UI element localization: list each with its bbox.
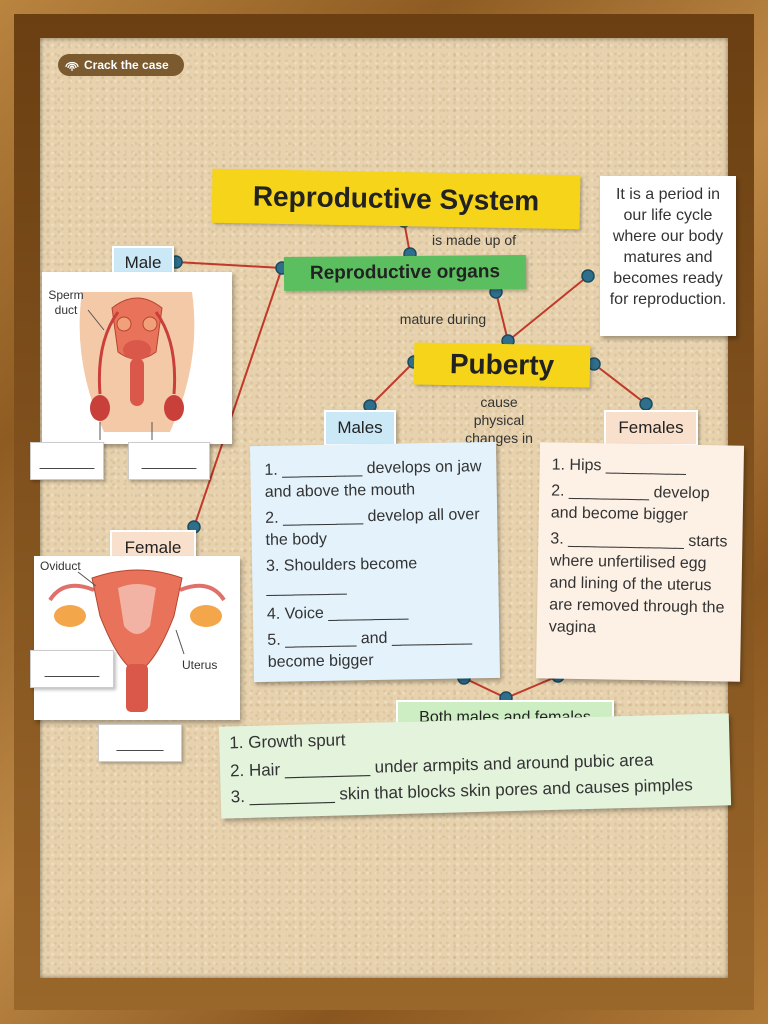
females-item-3: 3. _____________ starts where unfertilis… [548,530,728,637]
males-changes-card: 1. _________ develops on jaw and above t… [249,441,501,683]
female-blank-2[interactable]: ______ [98,724,182,762]
crack-the-case-badge: Crack the case [58,54,184,76]
pin [581,269,595,283]
string-male-organs [175,261,283,269]
males-item-4: 4. Voice _________ [266,603,409,623]
females-item-2: 2. _________ develop and become bigger [550,482,710,524]
males-item-5: 5. ________ and _________ become bigger [267,628,473,671]
string-organs-puberty [495,291,509,342]
string-females-both [505,675,559,699]
label-oviduct: Oviduct [40,559,81,573]
males-item-2: 2. _________ develop all over the body [265,506,480,549]
female-diagram-card: Oviduct Uterus [34,556,240,720]
fingerprint-icon [65,61,79,71]
badge-label: Crack the case [84,58,169,72]
page-title: Reproductive System [211,168,581,230]
both-changes-card: 1. Growth spurt 2. Hair _________ under … [218,713,732,819]
link-mature-during: mature during [399,311,487,327]
string-puberty-males [369,361,415,407]
male-diagram-card: Sperm duct [42,272,232,444]
males-item-3: 3. Shoulders become _________ [265,555,418,597]
label-uterus: Uterus [182,658,218,672]
pin [639,397,653,411]
male-blank-1[interactable]: _______ [30,442,104,480]
string-puberty-females [593,363,647,405]
string-organs-female [193,267,283,528]
puberty-definition-note: It is a period in our life cycle where o… [600,176,736,336]
link-cause-changes: cause physical changes in [465,394,533,446]
link-made-up-of: is made up of [431,232,517,248]
node-puberty: Puberty [413,342,591,388]
female-reproductive-diagram [48,569,226,712]
male-blank-2[interactable]: _______ [128,442,210,480]
male-reproductive-diagram [79,292,195,440]
males-item-1: 1. _________ develops on jaw and above t… [264,458,482,501]
string-puberty-note [507,275,589,342]
label-sperm-duct: Sperm duct [48,288,84,317]
node-males: Males [324,410,396,446]
female-blank-1[interactable]: _______ [30,650,114,688]
string-males-both [463,677,507,699]
females-item-1: 1. Hips _________ [551,456,687,476]
node-females: Females [604,410,698,446]
node-reproductive-organs: Reproductive organs [283,254,527,292]
females-changes-card: 1. Hips _________ 2. _________ develop a… [535,442,745,682]
